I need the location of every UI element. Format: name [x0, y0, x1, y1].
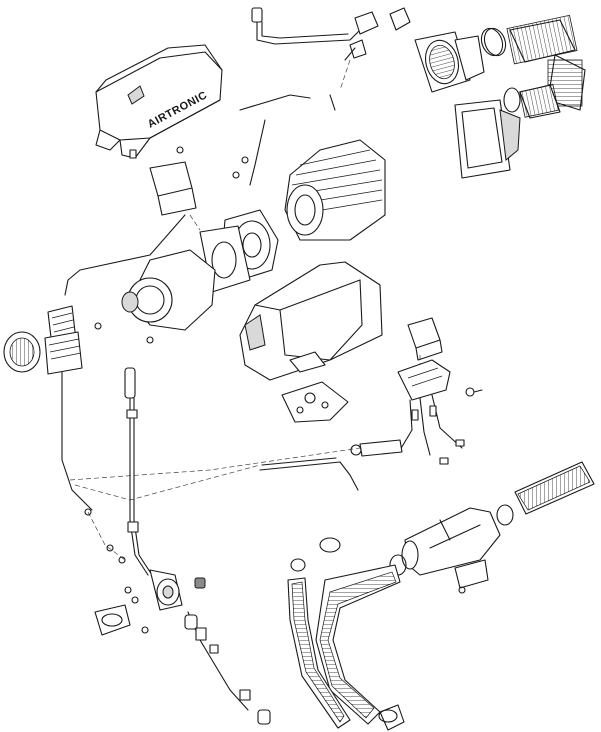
small-fasteners: [84, 146, 249, 594]
heater-housing-base: [239, 261, 383, 381]
fuse-holder: [397, 359, 483, 401]
fuse-leads: [399, 394, 465, 465]
pump-bracket: [94, 596, 149, 636]
hose-clamp-upper: [480, 27, 507, 57]
silencer-bracket: [454, 559, 489, 594]
control-unit-box: [149, 161, 197, 216]
harness-plug: [350, 439, 403, 457]
mounting-gasket: [281, 381, 349, 423]
combustion-air-blower: [121, 249, 216, 331]
temperature-sensor-lead: [259, 457, 359, 491]
air-intake-silencer: [3, 331, 41, 373]
exhaust-pipe-left: [315, 564, 401, 725]
warm-air-duct-upper: [506, 14, 586, 119]
air-inlet-cover: [454, 87, 521, 179]
fuel-pickup-line: [184, 611, 271, 725]
fuel-line: [124, 367, 153, 576]
sensor-cable-assembly: [251, 7, 411, 61]
wiring-harness: [61, 94, 336, 511]
exhaust-pipe-outer: [287, 577, 351, 729]
harness-connector: [44, 305, 83, 375]
heat-exchanger: [284, 139, 386, 241]
fuel-dosing-pump: [149, 569, 206, 611]
control-unit-cover: AIRTRONIC: [95, 44, 223, 159]
air-outlet-grille: [414, 31, 485, 93]
relay: [407, 317, 443, 361]
exhaust-pipe-right: [514, 461, 595, 515]
exhaust-end-cap: [378, 704, 405, 731]
